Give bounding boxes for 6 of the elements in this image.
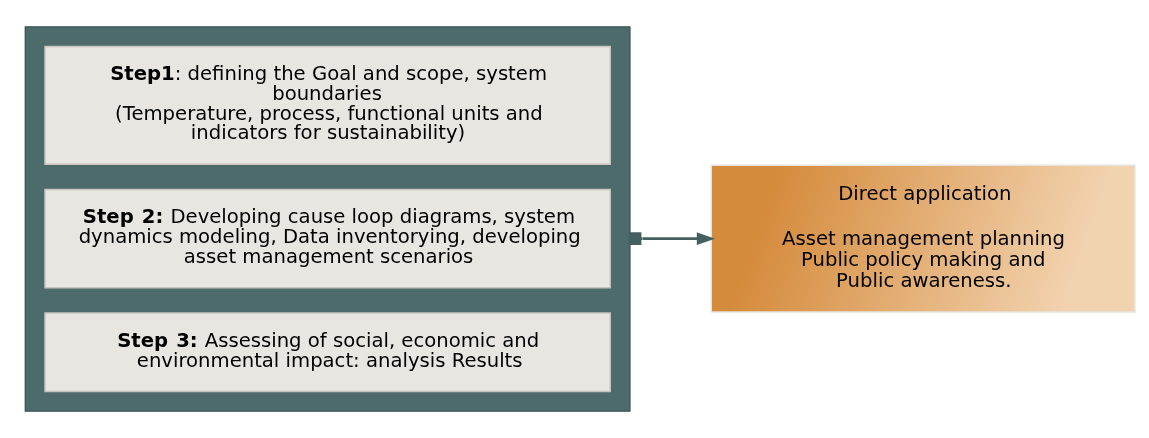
cluster [24,26,631,412]
node-box: Step1: defining the Goal and scope, system boundaries (Temperature, process, functional units and indicators for sustainability) [44,45,611,165]
node-box: Direct application Asset management planning Public policy making and Public awareness. [710,164,1136,313]
arrow [628,232,716,246]
node-box: Step 3: Assessing of social, economic and environmental impact: analysis Results [44,312,611,393]
node-box: Step 2: Developing cause loop diagrams, system dynamics modeling, Data inventorying, developing asset management scenarios [44,188,611,289]
